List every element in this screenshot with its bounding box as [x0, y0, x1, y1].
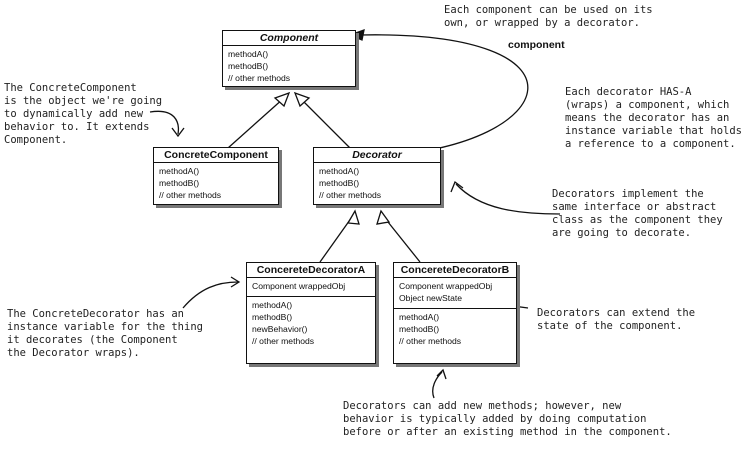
class-concrete-decorator-b: ConcereteDecoratorB Component wrappedObj… [393, 262, 517, 364]
note-line: the Decorator wraps). [7, 347, 140, 359]
note-component-usage: Each component can be used on its own, o… [444, 4, 653, 30]
class-decorator: Decorator methodA() methodB() // other m… [313, 147, 441, 205]
class-concrete-component: ConcreteComponent methodA() methodB() //… [153, 147, 279, 205]
note-line: behavior to. It extends [4, 121, 150, 133]
class-component: Component methodA() methodB() // other m… [222, 30, 356, 87]
note-arrow-implement [455, 183, 561, 215]
fields-section: Component wrappedObj [247, 278, 375, 296]
class-name: Component [223, 31, 355, 46]
note-line: Component. [4, 134, 68, 146]
fields-section: Component wrappedObj Object newState [394, 278, 516, 308]
method: methodA() [399, 312, 440, 322]
association-curve [359, 34, 529, 157]
note-arrow-new-methods [432, 371, 443, 399]
note-line: to dynamically add new [4, 108, 144, 120]
methods-section: methodA() methodB() // other methods [223, 46, 355, 86]
note-extend-state: Decorators can extend the state of the c… [537, 307, 695, 333]
note-line: own, or wrapped by a decorator. [444, 17, 640, 29]
methods-section: methodA() methodB() // other methods [394, 308, 516, 349]
note-line: Decorators can add new methods; however,… [343, 400, 622, 412]
class-name: ConcereteDecoratorA [247, 263, 375, 278]
inherit-line-concretecomponent [227, 97, 285, 149]
note-line: instance variable that holds [565, 125, 743, 137]
note-line: instance variable for the thing [7, 321, 203, 333]
methods-section: methodA() methodB() newBehavior() // oth… [247, 296, 375, 349]
methods-section: methodA() methodB() // other methods [154, 163, 278, 203]
method: methodA() [319, 166, 360, 176]
note-line: behavior is typically added by doing com… [343, 413, 647, 425]
note-line: Decorators implement the [552, 188, 704, 200]
method: // other methods [399, 336, 462, 346]
note-concrete-decorator: The ConcreteDecorator has an instance va… [7, 308, 203, 360]
field: Component wrappedObj [399, 281, 493, 291]
inherit-line-decorator [299, 97, 351, 149]
inherit-line-decoratora [319, 216, 353, 263]
inherit-arrowhead-component-left [273, 91, 291, 108]
field: Component wrappedObj [252, 281, 346, 291]
method: // other methods [319, 190, 382, 200]
class-name: ConcreteComponent [154, 148, 278, 163]
note-line: class as the component they [552, 214, 723, 226]
note-line: Each component can be used on its [444, 4, 653, 16]
method: newBehavior() [252, 324, 308, 334]
method: methodA() [252, 300, 293, 310]
inherit-arrowhead-decorator-left [346, 209, 360, 225]
note-line: same interface or abstract [552, 201, 717, 213]
note-implement: Decorators implement the same interface … [552, 188, 723, 240]
note-arrow-concretedecorator [182, 281, 239, 309]
note-concrete-component: The ConcreteComponent is the object we'r… [4, 82, 162, 147]
note-line: is the object we're going [4, 95, 163, 107]
note-has-a: Each decorator HAS-A (wraps) a component… [565, 86, 742, 151]
method: methodB() [159, 178, 200, 188]
class-name: ConcereteDecoratorB [394, 263, 516, 278]
inherit-arrowhead-component-right [293, 91, 311, 108]
note-line: means the decorator has an [565, 112, 730, 124]
inherit-line-decoratorb [383, 216, 421, 263]
method: // other methods [252, 336, 315, 346]
method: methodB() [399, 324, 440, 334]
method: // other methods [228, 73, 291, 83]
note-line: (wraps) a component, which [565, 99, 730, 111]
note-line: Decorators can extend the [537, 307, 696, 319]
methods-section: methodA() methodB() // other methods [314, 163, 440, 203]
field: Object newState [399, 293, 463, 303]
association-label: component [508, 39, 565, 51]
note-line: before or after an existing method in th… [343, 426, 672, 438]
note-line: state of the component. [537, 320, 683, 332]
note-arrow-concretecomponent [149, 110, 180, 135]
method: methodA() [228, 49, 269, 59]
method: methodB() [319, 178, 360, 188]
note-line: are going to decorate. [552, 227, 692, 239]
association-arrowhead [348, 29, 365, 41]
note-line: The ConcreteDecorator has an [7, 308, 185, 320]
note-line: Each decorator HAS-A [565, 86, 692, 98]
method: methodA() [159, 166, 200, 176]
method: methodB() [228, 61, 269, 71]
method: methodB() [252, 312, 293, 322]
note-new-methods: Decorators can add new methods; however,… [343, 400, 672, 439]
class-name: Decorator [314, 148, 440, 163]
method: // other methods [159, 190, 222, 200]
class-concrete-decorator-a: ConcereteDecoratorA Component wrappedObj… [246, 262, 376, 364]
note-line: The ConcreteComponent [4, 82, 137, 94]
note-line: it decorates (the Component [7, 334, 178, 346]
note-line: a reference to a component. [565, 138, 736, 150]
inherit-arrowhead-decorator-right [376, 209, 391, 225]
